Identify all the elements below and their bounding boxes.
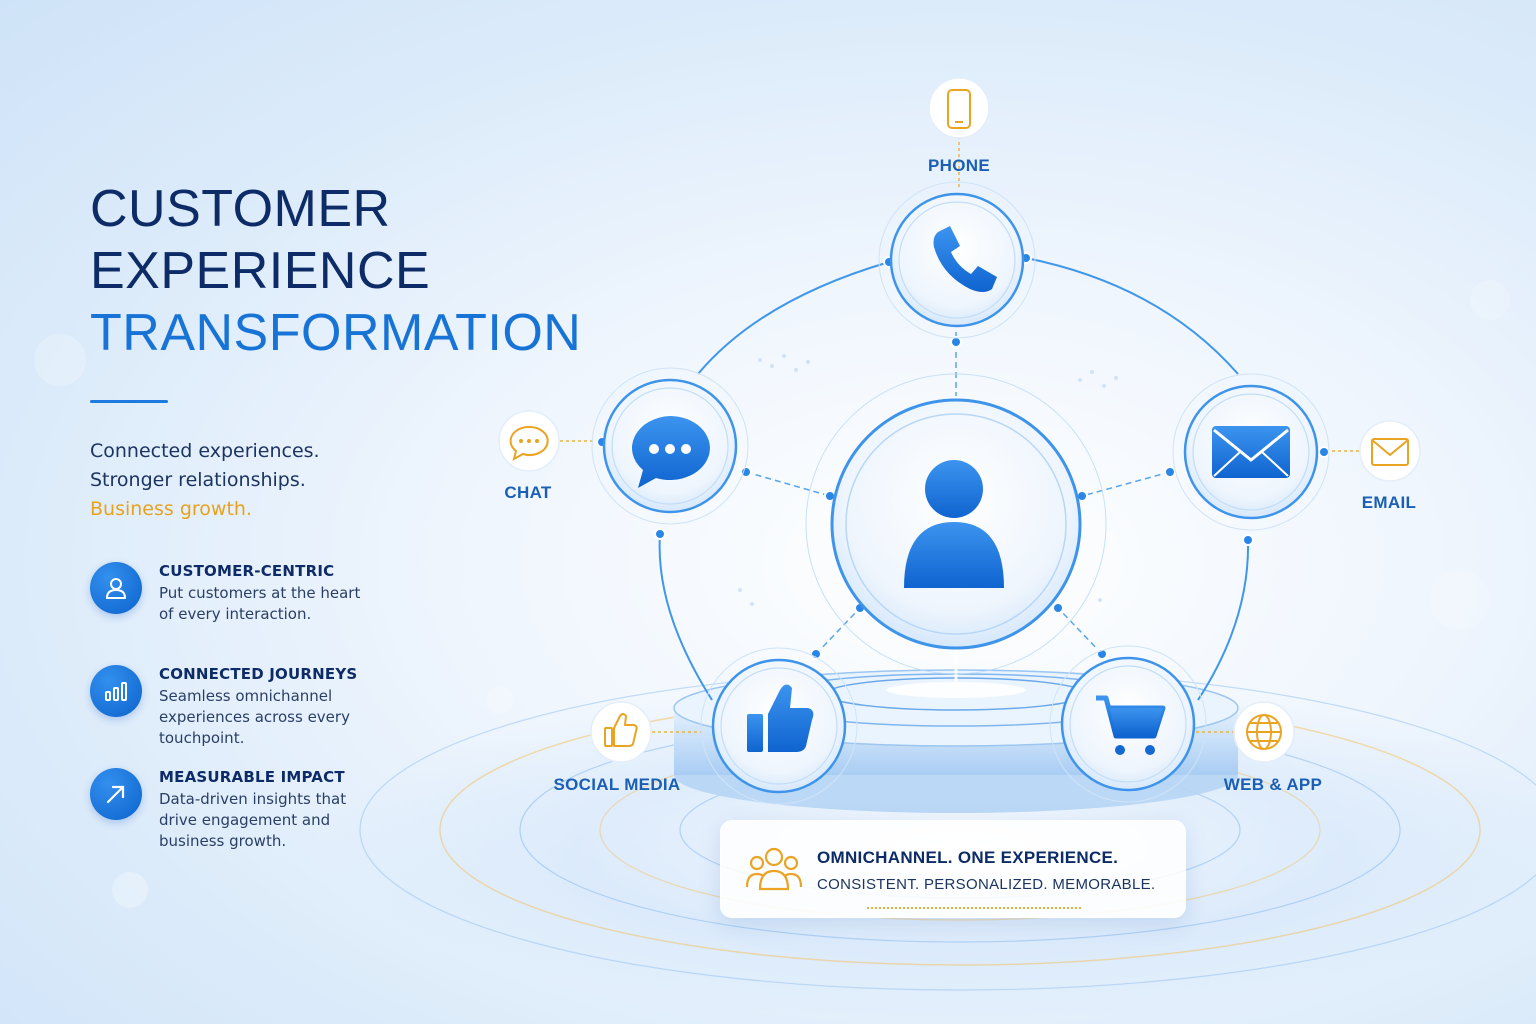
feature-customer-centric: CUSTOMER-CENTRIC Put customers at the he… <box>90 562 390 662</box>
feature-desc-line: Seamless omnichannel <box>159 687 333 705</box>
channel-label-phone: PHONE <box>928 156 990 175</box>
banner-subtitle: CONSISTENT. PERSONALIZED. MEMORABLE. <box>817 876 1156 893</box>
feature-title: MEASURABLE IMPACT <box>159 768 345 786</box>
trend-arrow-icon <box>90 768 142 820</box>
channel-label-chat: CHAT <box>504 483 552 502</box>
bokeh-dots <box>34 280 1510 908</box>
channel-label-email: EMAIL <box>1361 493 1417 512</box>
feature-desc-line: Data-driven insights that <box>159 790 347 808</box>
envelope-icon <box>1212 426 1290 478</box>
badge-social-media[interactable] <box>590 701 652 763</box>
page-title-line-1: CUSTOMER <box>90 180 391 238</box>
channel-node-email[interactable] <box>1172 373 1330 531</box>
channel-node-phone[interactable] <box>878 181 1036 339</box>
phone-icon <box>933 226 997 292</box>
channel-label-web-app: WEB & APP <box>1223 775 1323 794</box>
channel-node-chat[interactable] <box>591 367 749 525</box>
globe-icon <box>1246 714 1282 750</box>
page-title-line-3: TRANSFORMATION <box>90 304 582 362</box>
shopping-cart-icon <box>1096 695 1166 755</box>
chat-bubble-icon <box>632 416 710 488</box>
title-divider <box>90 400 168 403</box>
badge-email[interactable] <box>1359 420 1421 482</box>
envelope-outline-icon <box>1371 438 1409 466</box>
thumbs-up-icon <box>747 684 814 752</box>
group-icon <box>745 847 803 891</box>
hero-panel: CUSTOMER EXPERIENCE TRANSFORMATION Conne… <box>90 178 582 524</box>
tagline-3: Business growth. <box>90 498 252 520</box>
bar-chart-icon <box>90 665 142 717</box>
outer-ring-connections <box>658 257 1250 701</box>
page-title-line-2: EXPERIENCE <box>90 242 431 300</box>
feature-desc-line: of every interaction. <box>159 605 312 623</box>
feature-measurable-impact: MEASURABLE IMPACT Data-driven insights t… <box>90 768 390 868</box>
smartphone-icon <box>947 89 971 129</box>
feature-description: Seamless omnichannel experiences across … <box>159 686 389 749</box>
channel-label-social-media: SOCIAL MEDIA <box>553 775 681 794</box>
feature-desc-line: drive engagement and <box>159 811 331 829</box>
feature-title: CUSTOMER-CENTRIC <box>159 562 335 580</box>
feature-connected-journeys: CONNECTED JOURNEYS Seamless omnichannel … <box>90 665 390 765</box>
channel-node-social-media[interactable] <box>700 647 858 805</box>
thumbs-up-outline-icon <box>604 713 638 747</box>
omnichannel-banner: OMNICHANNEL. ONE EXPERIENCE. CONSISTENT.… <box>720 820 1186 918</box>
feature-desc-line: business growth. <box>159 832 287 850</box>
feature-description: Data-driven insights that drive engageme… <box>159 789 389 852</box>
feature-description: Put customers at the heart of every inte… <box>159 583 389 625</box>
badge-web-app[interactable] <box>1233 701 1295 763</box>
center-hub[interactable] <box>805 373 1107 675</box>
user-icon <box>90 562 142 614</box>
channel-node-web-app[interactable] <box>1049 645 1207 803</box>
feature-desc-line: experiences across every <box>159 708 350 726</box>
world-map-dots <box>738 354 1118 606</box>
feature-list: CUSTOMER-CENTRIC Put customers at the he… <box>90 562 390 871</box>
feature-title: CONNECTED JOURNEYS <box>159 665 358 683</box>
tagline-2: Stronger relationships. <box>90 469 306 491</box>
feature-desc-line: Put customers at the heart <box>159 584 361 602</box>
badge-phone[interactable] <box>928 77 990 139</box>
tagline-1: Connected experiences. <box>90 440 320 462</box>
customer-avatar-icon <box>904 460 1004 588</box>
banner-title: OMNICHANNEL. ONE EXPERIENCE. <box>817 848 1119 867</box>
feature-desc-line: touchpoint. <box>159 729 245 747</box>
badge-links <box>560 136 1362 733</box>
chat-outline-icon <box>509 425 549 461</box>
badge-chat[interactable] <box>498 410 560 472</box>
banner-divider <box>867 907 1081 909</box>
